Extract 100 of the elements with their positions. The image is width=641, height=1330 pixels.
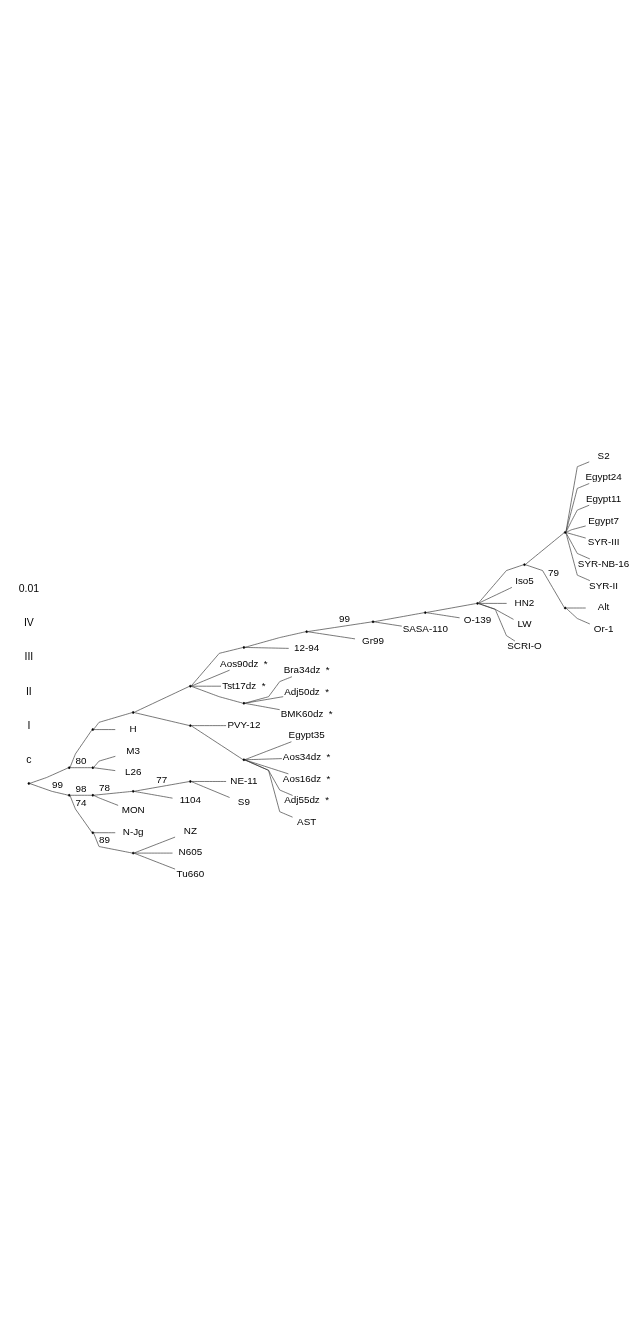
connector [133, 780, 190, 792]
connector [307, 621, 373, 632]
node-text: NE-11 [230, 774, 258, 786]
label: III [24, 649, 34, 662]
connector [69, 795, 93, 832]
node-point [563, 606, 567, 609]
node-text: Egypt11 [585, 492, 622, 504]
connector [244, 702, 280, 710]
node-text: N605 [178, 845, 203, 857]
node-point [242, 701, 246, 705]
connector [191, 725, 244, 760]
node-text: 12-94 [294, 641, 320, 653]
edge-label: 78 [99, 781, 111, 793]
label: 0.01 [18, 581, 40, 594]
connector [244, 759, 293, 796]
connector [191, 780, 227, 782]
node-point [91, 727, 95, 731]
connector [244, 675, 293, 703]
node-point [27, 781, 31, 785]
node-text: Tst17dz * [222, 679, 266, 690]
connector [425, 611, 460, 618]
node-text: Or-1 [593, 622, 614, 634]
node-point [242, 645, 246, 649]
node-text: SYR-III [587, 535, 620, 547]
node-text: 1104 [179, 793, 201, 805]
node-point [476, 601, 479, 605]
node-point [91, 793, 95, 797]
node-point [131, 851, 135, 854]
connector [191, 724, 227, 726]
node-point [91, 830, 95, 834]
connector [307, 630, 356, 639]
node-text: Alt [597, 600, 610, 612]
node-text: Aos34dz * [282, 750, 331, 762]
connector [244, 759, 293, 817]
connector [191, 685, 243, 703]
connector [478, 602, 516, 641]
connector [425, 602, 477, 613]
connector [478, 602, 514, 620]
connector [191, 669, 230, 686]
node-text: MON [121, 803, 145, 815]
node-point [371, 620, 375, 623]
connector [191, 780, 230, 798]
node-text: N-Jg [122, 825, 144, 837]
connector [70, 766, 93, 768]
node-text: Egypt7 [588, 514, 619, 526]
connector [93, 790, 133, 796]
node-text: LW [517, 617, 532, 629]
connector [133, 711, 190, 726]
node-text: SYR-II [589, 579, 619, 591]
edge-label: 99 [338, 612, 350, 624]
node-text: M3 [126, 744, 141, 756]
node-point [67, 765, 71, 769]
connector [373, 621, 403, 626]
connector [93, 832, 133, 853]
connector [133, 836, 176, 853]
node-point [523, 562, 526, 566]
edge-label: 99 [51, 778, 63, 790]
connector [133, 685, 190, 713]
node-point [131, 710, 135, 714]
label: II [25, 684, 32, 697]
node-text: S2 [597, 449, 610, 461]
connector [244, 630, 307, 648]
connector [29, 782, 69, 795]
node-text: Bra34dz * [283, 663, 330, 675]
node-point [189, 723, 192, 727]
node-text: H [129, 722, 137, 734]
node-text: PVY-12 [227, 718, 261, 730]
connector [244, 695, 284, 704]
connector [93, 766, 116, 771]
edge-label: 77 [156, 773, 168, 785]
node-text: L26 [124, 765, 142, 777]
node-text: NZ [183, 824, 197, 836]
node-text: AST [297, 815, 317, 827]
node-point [189, 684, 192, 687]
node-text: Adj50dz * [284, 685, 330, 697]
node-point [424, 610, 427, 614]
connector [133, 790, 173, 798]
connector [70, 794, 93, 796]
label: I [27, 718, 31, 731]
node-point [91, 765, 95, 769]
node-text: Iso5 [515, 574, 534, 586]
node-point [242, 758, 246, 761]
connector [478, 602, 507, 604]
node-text: Egypt35 [288, 728, 325, 740]
connector [93, 728, 116, 730]
node-text: SYR-NB-16 [577, 557, 630, 569]
edge-label: 80 [75, 754, 87, 766]
node-text: Aos16dz * [282, 772, 331, 784]
connector [93, 831, 116, 833]
node-text: SCRI-O [507, 639, 542, 651]
node-text: BMK60dz * [280, 707, 333, 719]
connector [69, 729, 93, 767]
connector [93, 794, 119, 806]
node-point [189, 779, 192, 783]
node-text: Aos90dz * [220, 657, 268, 669]
label: c [26, 752, 32, 765]
edge-label: 74 [75, 796, 87, 808]
node-text: Adj55dz * [284, 793, 330, 805]
connector [244, 740, 292, 760]
node-text: Gr99 [362, 634, 384, 646]
